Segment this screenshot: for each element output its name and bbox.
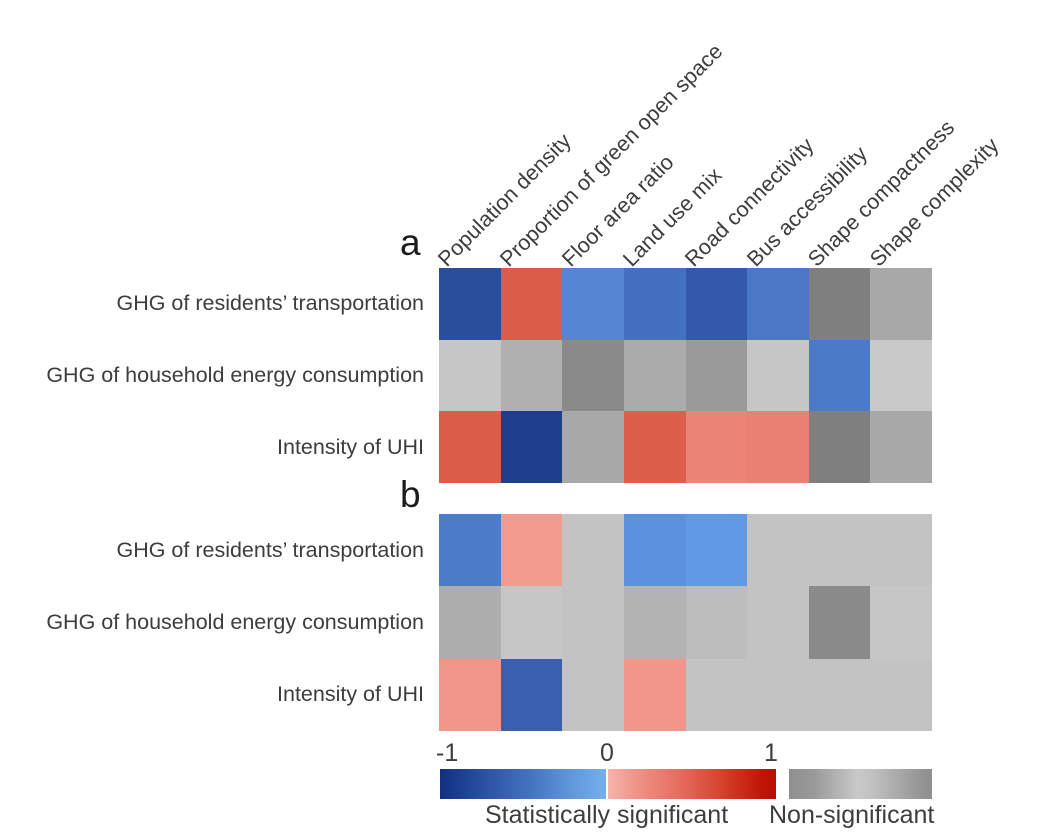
heatmap-cell	[500, 586, 563, 659]
heatmap-cell	[500, 268, 563, 340]
colorbar-negative	[440, 769, 606, 799]
panel-a-row-label-0: GHG of residents’ transportation	[116, 291, 424, 315]
heatmap-cell	[439, 411, 501, 483]
heatmap-cell	[685, 514, 748, 587]
heatmap-cell	[808, 268, 871, 340]
panel-a-row-label-2: Intensity of UHI	[277, 435, 424, 459]
heatmap-cell	[500, 411, 563, 483]
heatmap-cell	[562, 514, 624, 587]
heatmap-cell	[562, 339, 624, 412]
panel-b-row-label-2: Intensity of UHI	[277, 682, 424, 706]
heatmap-cell	[439, 339, 501, 412]
heatmap-cell	[747, 411, 809, 483]
panel-a-letter: a	[400, 222, 421, 263]
heatmap-cell	[439, 268, 501, 340]
panel-b-heatmap	[439, 514, 932, 731]
heatmap-cell	[870, 514, 932, 587]
heatmap-cell	[870, 268, 932, 340]
heatmap-cell	[439, 658, 501, 731]
heatmap-cell	[439, 586, 501, 659]
colorbar-nonsignificant	[789, 769, 932, 799]
heatmap-cell	[685, 339, 748, 412]
heatmap-cell	[623, 268, 686, 340]
heatmap-cell	[870, 586, 932, 659]
heatmap-cell	[500, 339, 563, 412]
panel-b-row-label-0: GHG of residents’ transportation	[116, 538, 424, 562]
heatmap-cell	[439, 514, 501, 587]
colorbar-tick-one: 1	[764, 739, 778, 767]
heatmap-cell	[870, 658, 932, 731]
column-header-group: Population density Proportion of green o…	[0, 0, 1039, 271]
heatmap-cell	[562, 658, 624, 731]
panel-a-heatmap	[439, 268, 932, 483]
heatmap-cell	[623, 658, 686, 731]
legend-label-nonsignificant: Non-significant	[769, 801, 935, 829]
heatmap-cell	[623, 586, 686, 659]
heatmap-cell	[808, 339, 871, 412]
heatmap-cell	[623, 339, 686, 412]
heatmap-cell	[685, 586, 748, 659]
heatmap-cell	[747, 268, 809, 340]
panel-a-row-label-1: GHG of household energy consumption	[46, 363, 424, 387]
heatmap-cell	[808, 514, 871, 587]
heatmap-cell	[562, 268, 624, 340]
heatmap-cell	[685, 658, 748, 731]
colorbar-tick-minus1: -1	[436, 739, 459, 767]
heatmap-cell	[562, 586, 624, 659]
colorbar-positive	[608, 769, 776, 799]
heatmap-cell	[747, 658, 809, 731]
heatmap-cell	[747, 514, 809, 587]
heatmap-cell	[747, 586, 809, 659]
heatmap-cell	[808, 411, 871, 483]
heatmap-cell	[747, 339, 809, 412]
heatmap-cell	[500, 658, 563, 731]
colorbar-tick-zero: 0	[600, 739, 614, 767]
heatmap-cell	[685, 411, 748, 483]
heatmap-cell	[623, 514, 686, 587]
heatmap-cell	[500, 514, 563, 587]
heatmap-cell	[623, 411, 686, 483]
heatmap-cell	[685, 268, 748, 340]
heatmap-cell	[808, 658, 871, 731]
legend-label-significant: Statistically significant	[485, 801, 729, 829]
heatmap-cell	[808, 586, 871, 659]
panel-b-row-label-1: GHG of household energy consumption	[46, 610, 424, 634]
heatmap-cell	[562, 411, 624, 483]
panel-b-letter: b	[400, 474, 421, 515]
heatmap-cell	[870, 339, 932, 412]
heatmap-cell	[870, 411, 932, 483]
